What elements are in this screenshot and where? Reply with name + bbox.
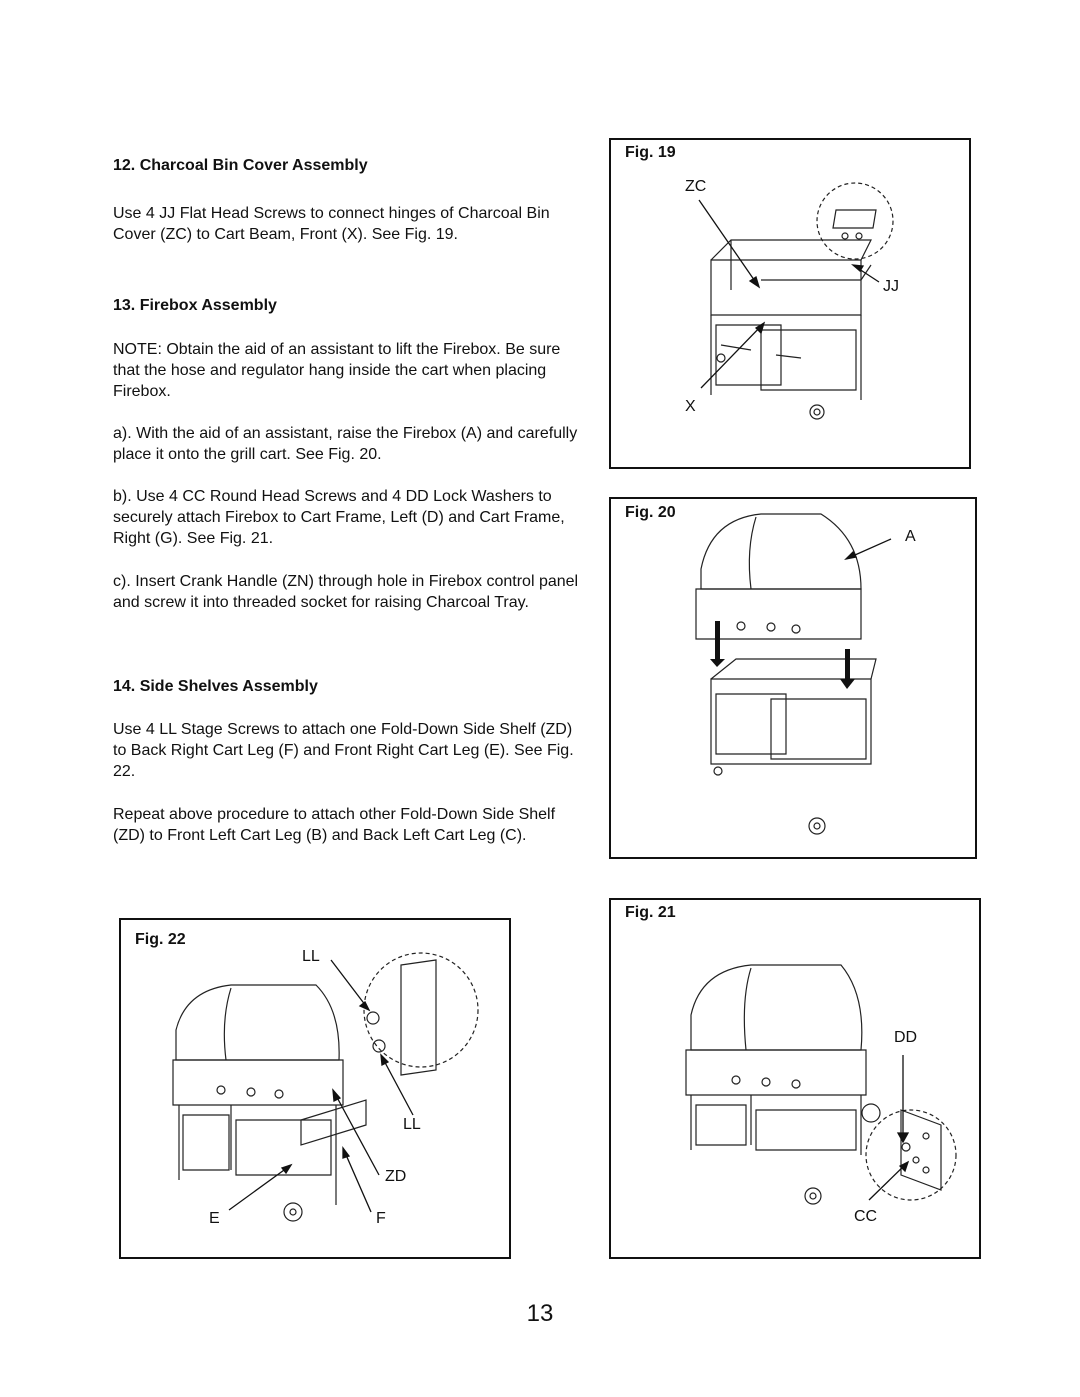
section-title-firebox-assembly: 13. Firebox Assembly bbox=[113, 297, 277, 314]
callout-zc: ZC bbox=[685, 178, 707, 195]
callout-a: A bbox=[905, 528, 916, 545]
figure-21: Fig. 21 DD CC bbox=[609, 898, 981, 1259]
page-number: 13 bbox=[526, 1300, 554, 1327]
callout-jj: JJ bbox=[883, 278, 899, 295]
callout-dd: DD bbox=[894, 1029, 918, 1046]
cart-frame-illustration bbox=[698, 182, 894, 420]
callout-x: X bbox=[685, 398, 696, 415]
paragraph: a). With the aid of an assistant, raise … bbox=[113, 425, 578, 463]
callout-zd: ZD bbox=[385, 1168, 407, 1185]
callout-ll-bottom: LL bbox=[403, 1116, 421, 1133]
paragraph: NOTE: Obtain the aid of an assistant to … bbox=[113, 341, 561, 400]
paragraph: Use 4 LL Stage Screws to attach one Fold… bbox=[113, 721, 574, 780]
grill-side-shelf-illustration bbox=[172, 952, 479, 1222]
section-title-charcoal-bin-cover: 12. Charcoal Bin Cover Assembly bbox=[113, 157, 368, 174]
paragraph: c). Insert Crank Handle (ZN) through hol… bbox=[113, 573, 579, 611]
figure-20: Fig. 20 A bbox=[609, 497, 977, 859]
callout-e: E bbox=[209, 1210, 220, 1227]
figure-22: Fig. 22 LL LL ZD E F bbox=[119, 918, 511, 1259]
paragraph: b). Use 4 CC Round Head Screws and 4 DD … bbox=[113, 488, 565, 547]
figure-label: Fig. 22 bbox=[135, 931, 186, 948]
paragraph: Repeat above procedure to attach other F… bbox=[113, 806, 556, 844]
callout-f: F bbox=[376, 1210, 386, 1227]
callout-cc: CC bbox=[854, 1208, 878, 1225]
figure-label: Fig. 19 bbox=[625, 144, 676, 161]
callout-ll-top: LL bbox=[302, 948, 320, 965]
paragraph: Use 4 JJ Flat Head Screws to connect hin… bbox=[113, 205, 550, 243]
figure-19: Fig. 19 ZC JJ X bbox=[609, 138, 971, 469]
firebox-screws-illustration bbox=[685, 964, 957, 1205]
figure-label: Fig. 20 bbox=[625, 504, 676, 521]
firebox-on-cart-illustration bbox=[695, 513, 892, 835]
figure-label: Fig. 21 bbox=[625, 904, 676, 921]
section-title-side-shelves: 14. Side Shelves Assembly bbox=[113, 678, 318, 695]
